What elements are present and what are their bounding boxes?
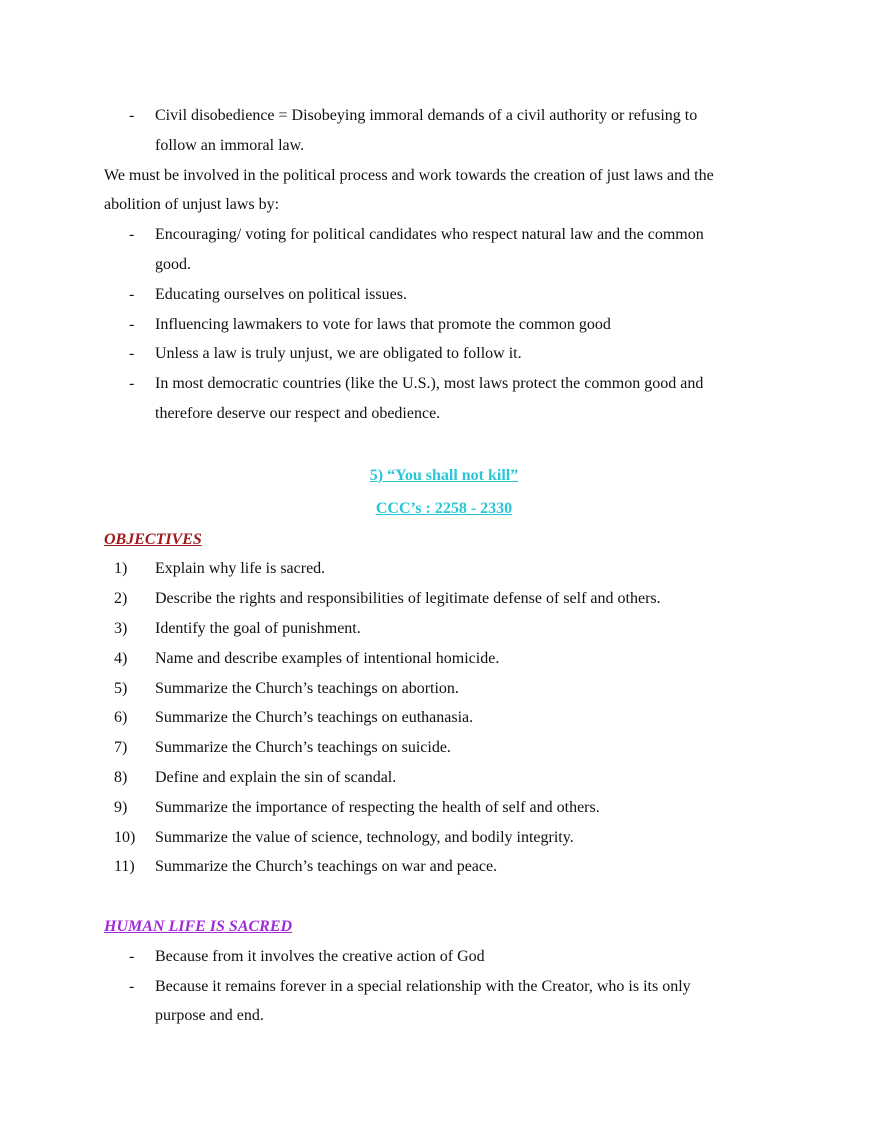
objective-number: 6): [114, 709, 128, 727]
list-item-text: Encouraging/ voting for political candid…: [155, 226, 704, 244]
objective-text: Summarize the importance of respecting t…: [155, 798, 600, 816]
list-item-text-continued: purpose and end.: [155, 1007, 264, 1025]
objective-number: 3): [114, 619, 128, 637]
page-content: - Civil disobedience = Disobeying immora…: [104, 101, 784, 1031]
list-item-text: Unless a law is truly unjust, we are obl…: [155, 345, 522, 363]
objective-text: Name and describe examples of intentiona…: [155, 649, 500, 667]
list-item: - Encouraging/ voting for political cand…: [104, 220, 784, 280]
list-item: - Because it remains forever in a specia…: [104, 972, 784, 1032]
section-title: 5) “You shall not kill”: [369, 466, 519, 484]
bullet-dash: -: [129, 947, 135, 965]
list-item: - Because from it involves the creative …: [104, 942, 784, 972]
objective-text: Summarize the Church’s teachings on war …: [155, 858, 498, 876]
bullet-text-continued: follow an immoral law.: [155, 136, 305, 154]
bullet-text: Civil disobedience = Disobeying immoral …: [155, 107, 698, 124]
objectives-list: 1) Explain why life is sacred. 2) Describe…: [104, 554, 784, 882]
objective-number: 8): [114, 768, 128, 786]
objective-item: 5) Summarize the Church’s teachings on ab…: [104, 674, 784, 704]
list-item-text: Because it remains forever in a special …: [155, 977, 691, 995]
objective-number: 5): [114, 679, 128, 697]
objective-text: Describe the rights and responsibilities…: [155, 590, 661, 608]
spacer: [104, 429, 784, 459]
objective-number: 2): [114, 590, 128, 608]
intro-paragraph-line-2: abolition of unjust laws by:: [104, 196, 280, 214]
list-item-text: Because from it involves the creative ac…: [155, 947, 485, 965]
list-item: - In most democratic countries (like the…: [104, 369, 784, 429]
bullet-dash: -: [129, 375, 135, 393]
objective-number: 9): [114, 798, 128, 816]
human-life-heading: HUMAN LIFE IS SACRED: [104, 917, 293, 935]
objective-item: 6) Summarize the Church’s teachings on eu…: [104, 703, 784, 733]
human-life-list: - Because from it involves the creative …: [104, 942, 784, 1031]
objective-text: Summarize the Church’s teachings on suic…: [155, 739, 451, 757]
list-item-text-continued: good.: [155, 255, 191, 273]
objective-text: Explain why life is sacred.: [155, 560, 326, 578]
objectives-heading: OBJECTIVES: [104, 530, 202, 548]
ccc-reference: CCC’s : 2258 - 2330: [375, 499, 513, 517]
bullet-dash: -: [129, 285, 135, 303]
objective-item: 3) Identify the goal of punishment.: [104, 614, 784, 644]
list-item-text: Influencing lawmakers to vote for laws t…: [155, 315, 611, 333]
objective-text: Summarize the Church’s teachings on euth…: [155, 709, 474, 727]
objective-number: 11): [114, 858, 135, 876]
objective-number: 1): [114, 560, 128, 578]
list-item-text: In most democratic countries (like the U…: [155, 375, 704, 393]
political-list: - Encouraging/ voting for political cand…: [104, 220, 784, 429]
objective-text: Identify the goal of punishment.: [155, 619, 361, 637]
objective-number: 4): [114, 649, 128, 667]
bullet-dash: -: [129, 345, 135, 363]
list-item: - Influencing lawmakers to vote for laws…: [104, 310, 784, 340]
bullet-civil-disobedience: - Civil disobedience = Disobeying immora…: [104, 101, 784, 161]
bullet-dash: -: [129, 977, 135, 995]
objective-item: 1) Explain why life is sacred.: [104, 554, 784, 584]
objective-item: 4) Name and describe examples of intentio…: [104, 644, 784, 674]
objective-number: 10): [114, 828, 136, 846]
objective-text: Summarize the Church’s teachings on abor…: [155, 679, 459, 697]
objective-item: 8) Define and explain the sin of scandal.: [104, 763, 784, 793]
objective-item: 9) Summarize the importance of respecting…: [104, 793, 784, 823]
objective-item: 10) Summarize the value of science, techn…: [104, 823, 784, 853]
list-item: - Educating ourselves on political issue…: [104, 280, 784, 310]
objective-item: 11) Summarize the Church’s teachings on w…: [104, 852, 784, 882]
bullet-dash: -: [129, 107, 135, 124]
objective-item: 2) Describe the rights and responsibiliti…: [104, 584, 784, 614]
objective-text: Define and explain the sin of scandal.: [155, 768, 397, 786]
objective-item: 7) Summarize the Church’s teachings on su…: [104, 733, 784, 763]
list-item: - Unless a law is truly unjust, we are o…: [104, 339, 784, 369]
list-item-text-continued: therefore deserve our respect and obedie…: [155, 404, 441, 422]
bullet-dash: -: [129, 226, 135, 244]
list-item-text: Educating ourselves on political issues.: [155, 285, 407, 303]
bullet-dash: -: [129, 315, 135, 333]
intro-paragraph-line-1: We must be involved in the political pro…: [104, 166, 714, 184]
spacer: [104, 882, 784, 912]
objective-number: 7): [114, 739, 128, 757]
objective-text: Summarize the value of science, technolo…: [155, 828, 574, 846]
